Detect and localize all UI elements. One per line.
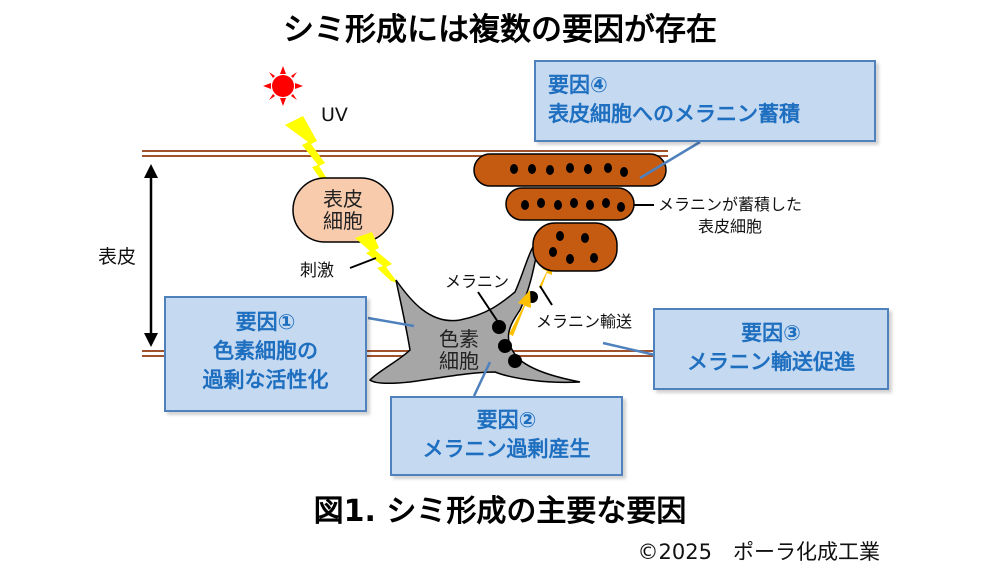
accumulated-cell-bottom bbox=[532, 222, 618, 272]
factor-3-box: 要因③ メラニン輸送促進 bbox=[653, 308, 889, 390]
stimulus-label: 刺激 bbox=[300, 261, 334, 281]
page-title: シミ形成には複数の要因が存在 bbox=[283, 12, 717, 48]
melanocyte-label: 色素 細胞 bbox=[439, 327, 479, 373]
stimulus-leader-line bbox=[349, 257, 377, 269]
factor-3-heading: 要因③ bbox=[741, 321, 801, 345]
epidermis-thickness-arrow bbox=[144, 164, 158, 347]
melanin-label: メラニン bbox=[445, 272, 510, 291]
factor-3-line-1: メラニン輸送促進 bbox=[687, 350, 855, 374]
factor-2-box: 要因② メラニン過剰産生 bbox=[390, 396, 623, 476]
accumulated-cell-label: メラニンが蓄積した 表皮細胞 bbox=[658, 195, 803, 236]
factor-connectors bbox=[367, 140, 701, 397]
factor-1-line-2: 過剰な活性化 bbox=[202, 368, 329, 392]
factor-1-connector bbox=[367, 316, 415, 328]
factor-1-box: 要因① 色素細胞の 過剰な活性化 bbox=[164, 296, 367, 412]
figure-caption: 図1. シミ形成の主要な要因 bbox=[313, 494, 687, 529]
factor-4-heading: 要因④ bbox=[548, 73, 608, 97]
sun-icon bbox=[263, 66, 303, 106]
factor-1-line-1: 色素細胞の bbox=[213, 339, 318, 363]
epidermal-cell-label: 表皮 細胞 bbox=[323, 187, 363, 233]
factor-1-heading: 要因① bbox=[235, 310, 296, 334]
factor-2-line-1: メラニン過剰産生 bbox=[422, 437, 591, 461]
accumulated-melanin-dots bbox=[510, 163, 628, 264]
factor-3-connector bbox=[602, 341, 656, 357]
epidermis-label: 表皮 bbox=[98, 246, 137, 268]
melanocyte-shape bbox=[368, 236, 581, 385]
uv-label: UV bbox=[321, 104, 348, 126]
factor-4-connector bbox=[639, 140, 701, 180]
copyright: ©2025 ポーラ化成工業 bbox=[637, 540, 880, 564]
epidermal-cell-shape bbox=[292, 177, 394, 243]
factor-2-connector bbox=[472, 361, 492, 397]
uv-lightning-icon bbox=[285, 116, 333, 188]
factor-2-heading: 要因② bbox=[476, 408, 537, 432]
factor-4-line-1: 表皮細胞へのメラニン蓄積 bbox=[548, 102, 800, 126]
melanin-leader-line bbox=[477, 291, 499, 323]
factor-4-box: 要因④ 表皮細胞へのメラニン蓄積 bbox=[534, 60, 876, 142]
transport-leader-line bbox=[539, 285, 553, 306]
stimulus-lightning-icon bbox=[355, 232, 398, 283]
melanin-transport-label: メラニン輸送 bbox=[536, 312, 633, 331]
